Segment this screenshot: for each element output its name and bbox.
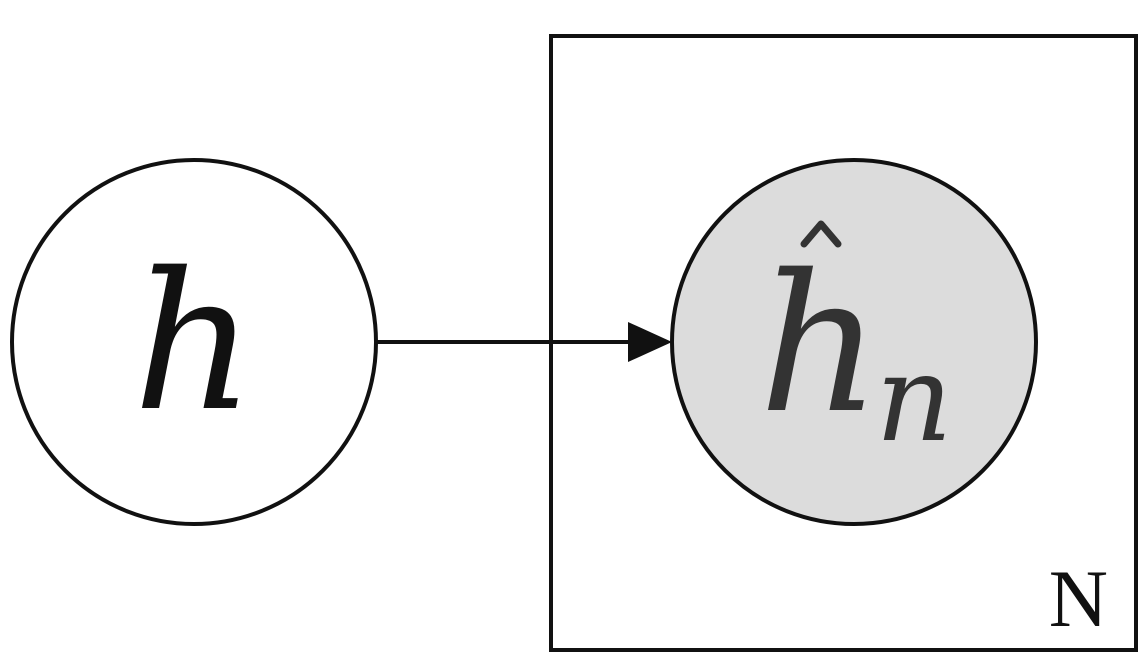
node-h-hat-n-symbol: h: [759, 234, 881, 455]
node-h-symbol: h: [133, 232, 255, 453]
node-h-hat-n: h n: [670, 158, 1038, 526]
hat-accent: [800, 220, 842, 248]
node-h-circle: [10, 158, 378, 526]
arrowhead: [628, 322, 672, 362]
node-h-hat-n-circle: [670, 158, 1038, 526]
node-h: h: [10, 158, 378, 526]
node-h-hat-n-subscript: n: [875, 330, 952, 469]
plate-label: N: [1049, 553, 1108, 644]
